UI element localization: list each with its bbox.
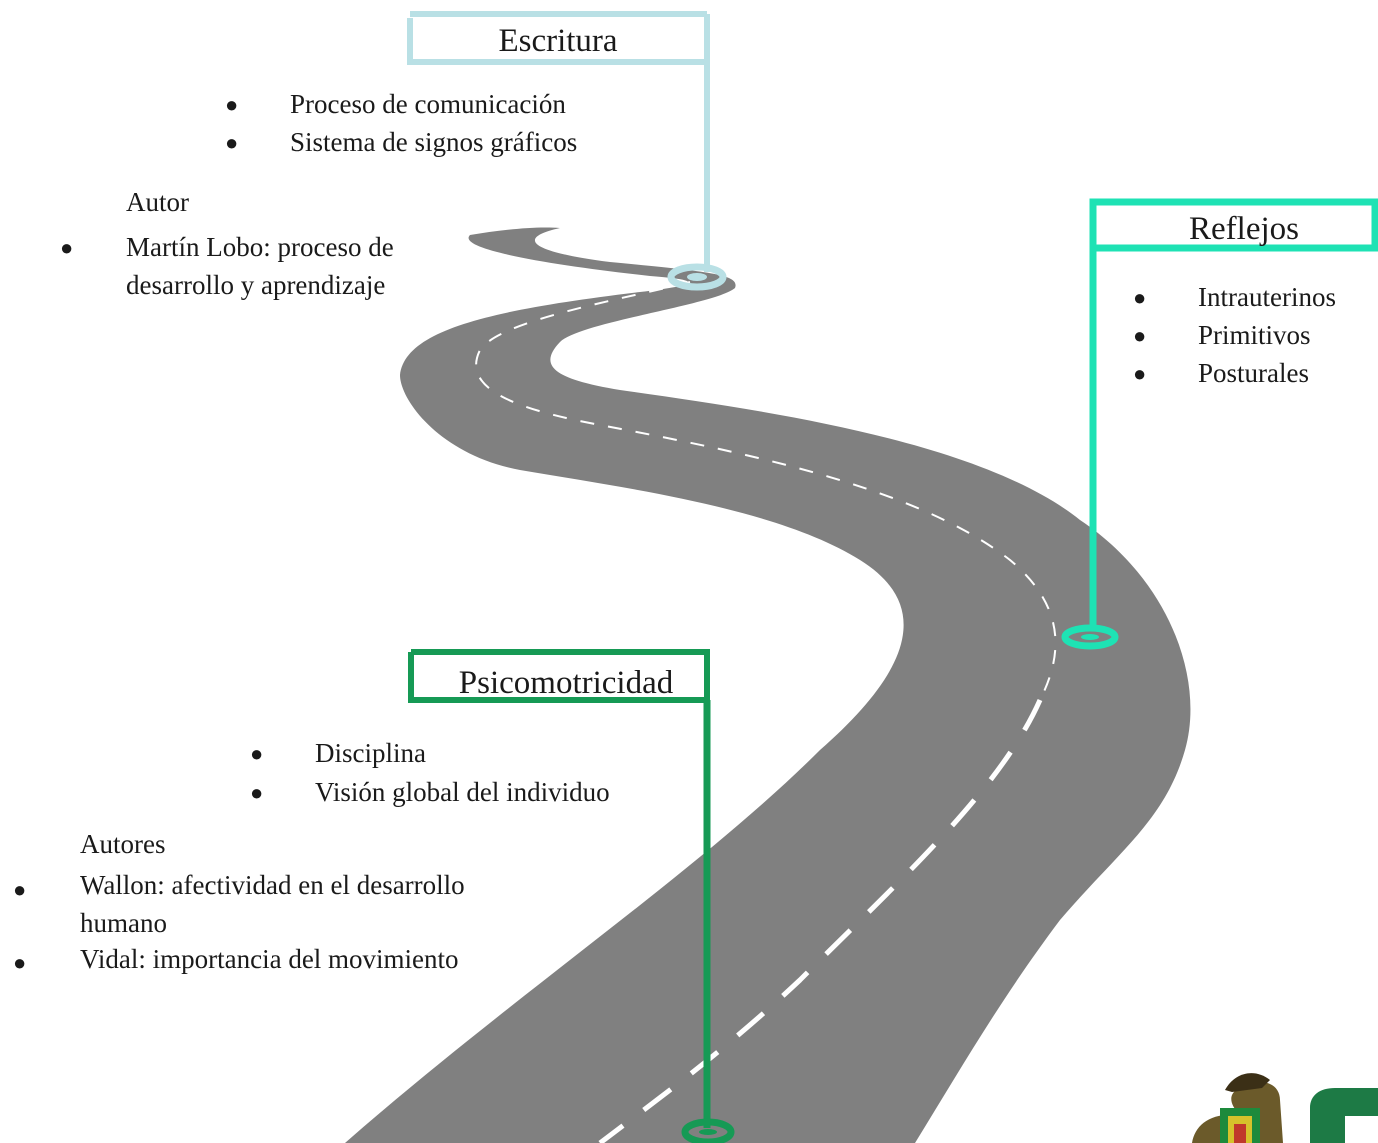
reflejos-bullet-2: Primitivos [1198,320,1311,350]
title-escritura: Escritura [498,23,617,59]
reflejos-bullet-3: Posturales [1198,358,1309,388]
road [345,227,1191,1143]
pin-escritura [667,263,727,291]
title-reflejos: Reflejos [1189,211,1299,247]
bullet-dot: ● [13,877,27,902]
bullet-dot: ● [1133,361,1147,386]
psicomotricidad-bullet-1: Disciplina [315,738,426,768]
bullet-dot: ● [1133,285,1147,310]
marker-reflejos: Reflejos [1061,198,1378,650]
bullet-dot: ● [1133,323,1147,348]
reflejos-bullet-1: Intrauterinos [1198,282,1336,312]
bullet-dot: ● [250,780,264,805]
road-center-line-near [598,698,1043,1143]
pin-psicomotricidad [681,1118,735,1143]
bullet-dot: ● [60,235,74,260]
flag-pole-reflejos [1089,198,1378,630]
psicomotricidad-author-2: Vidal: importancia del movimiento [80,944,459,974]
escritura-bullet-2: Sistema de signos gráficos [290,127,578,157]
title-psicomotricidad: Psicomotricidad [459,665,674,701]
psicomotricidad-authors-heading: Autores [80,829,166,859]
flag-pole-escritura [407,18,710,272]
marker-escritura: Escritura [407,11,727,291]
marker-psicomotricidad: Psicomotricidad [408,649,735,1143]
pin-reflejos [1061,624,1119,650]
escritura-author-1: Martín Lobo: proceso de desarrollo y apr… [126,232,394,300]
escritura-bullet-1: Proceso de comunicación [290,89,566,119]
escritura-authors-heading: Autor [126,187,189,217]
psicomotricidad-author-1: Wallon: afectividad en el desarrollo hum… [80,870,465,938]
road-center-line [475,281,1057,701]
bullet-dot: ● [13,950,27,975]
bullet-dot: ● [250,741,264,766]
psicomotricidad-bullet-2: Visión global del individuo [315,777,610,807]
bullet-dot: ● [225,92,239,117]
institution-logo [1192,1073,1378,1143]
bullet-dot: ● [225,130,239,155]
